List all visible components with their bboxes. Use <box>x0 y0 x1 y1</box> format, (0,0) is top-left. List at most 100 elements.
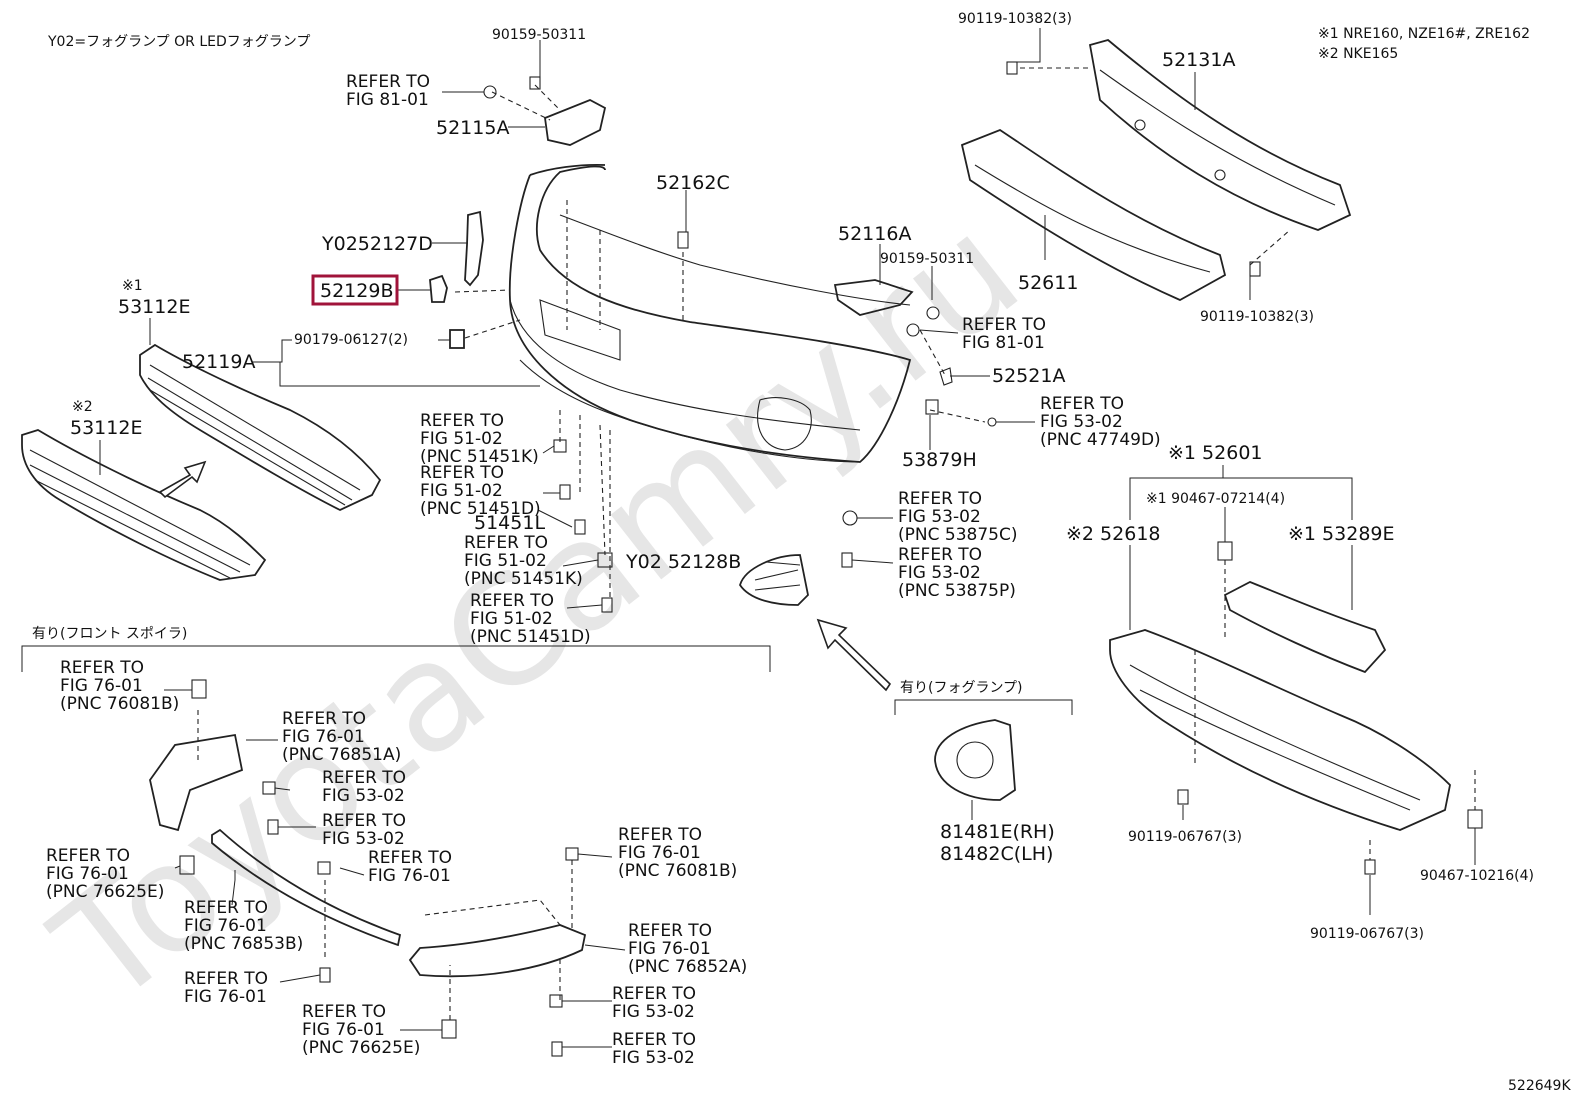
label-90119-06767-b: 90119-06767(3) <box>1310 926 1424 942</box>
refer-line: FIG 76-01 <box>628 939 711 959</box>
refer-line: REFER TO <box>470 591 554 611</box>
refer-line: FIG 51-02 <box>470 609 553 629</box>
refer-line: (PNC 53875P) <box>898 581 1016 601</box>
label-52115A: 52115A <box>436 117 509 139</box>
fasteners <box>179 61 1483 1057</box>
label-90467-10216: 90467-10216(4) <box>1420 868 1534 884</box>
label-52611: 52611 <box>1018 272 1078 294</box>
refer-line: (PNC 76851A) <box>282 745 401 765</box>
refer-line: REFER TO <box>322 811 406 831</box>
label-53112E-lower: 53112E <box>70 417 142 439</box>
refer-line: FIG 76-01 <box>618 843 701 863</box>
part-53289E-shape <box>1223 581 1387 674</box>
refer-line: FIG 81-01 <box>962 333 1045 353</box>
label-90159-50311-top: 90159-50311 <box>492 27 586 43</box>
undercover-52601-shape <box>1109 629 1451 831</box>
label-52129B[interactable]: 52129B <box>320 280 393 302</box>
highlight-box-52129B <box>311 274 399 306</box>
52601-group-bracket <box>1129 477 1353 520</box>
part-labels: 90159-50311 52115A 52162C Y0252127D 5212… <box>32 11 1534 942</box>
grille-53112E-upper-shape <box>139 343 382 511</box>
label-52162C: 52162C <box>656 172 730 194</box>
refer-line: REFER TO <box>612 1030 696 1050</box>
leader-lines <box>99 28 1476 1048</box>
label-52119A: 52119A <box>182 351 255 373</box>
refer-line: FIG 53-02 <box>1040 412 1123 432</box>
grille-53112E-lower-shape <box>21 429 267 581</box>
label-fog-group: 有り(フォグランプ) <box>900 680 1023 696</box>
refer-line: REFER TO <box>322 768 406 788</box>
refer-line: (PNC 51451K) <box>464 569 583 589</box>
label-81482C: 81482C(LH) <box>940 843 1053 865</box>
arrow-grille <box>158 460 207 499</box>
refer-line: REFER TO <box>282 709 366 729</box>
absorber-52611-shape <box>960 128 1227 302</box>
refer-line: FIG 76-01 <box>60 676 143 696</box>
label-90467-07214: ※1 90467-07214(4) <box>1146 491 1285 507</box>
refer-line: FIG 76-01 <box>184 987 267 1007</box>
label-90159-50311-mid: 90159-50311 <box>880 251 974 267</box>
refer-line: REFER TO <box>1040 394 1124 414</box>
refer-line: FIG 51-02 <box>420 429 503 449</box>
refer-line: FIG 81-01 <box>346 90 429 110</box>
fog-cover-52128B-shape <box>739 554 809 606</box>
refer-line: REFER TO <box>612 984 696 1004</box>
note-2: ※2 NKE165 <box>1318 46 1398 62</box>
refer-line: FIG 76-01 <box>282 727 365 747</box>
refer-line: FIG 51-02 <box>464 551 547 571</box>
spoiler-group-bracket <box>21 645 771 672</box>
bracket-52116A-shape <box>833 279 914 316</box>
header-note: Y02=フォグランプ OR LEDフォグランプ <box>47 34 310 50</box>
dashed-leaders <box>197 67 1476 1020</box>
refer-line: FIG 51-02 <box>420 481 503 501</box>
fog-cover-52127D-shape <box>464 210 484 287</box>
refer-line: REFER TO <box>60 658 144 678</box>
label-53879H: 53879H <box>902 449 977 471</box>
clip-90179-shape <box>449 329 465 349</box>
refer-line: (PNC 76625E) <box>46 882 164 902</box>
bracket-52115A-shape <box>544 99 607 146</box>
refer-line: FIG 76-01 <box>368 866 451 886</box>
refer-line: REFER TO <box>346 72 430 92</box>
refer-line: FIG 53-02 <box>612 1002 695 1022</box>
label-90179-06127: 90179-06127(2) <box>294 332 408 348</box>
refer-line: REFER TO <box>420 463 504 483</box>
refer-line: FIG 76-01 <box>184 916 267 936</box>
refer-line: FIG 53-02 <box>322 786 405 806</box>
fog-bezel-81481E-shape <box>934 719 1016 801</box>
refer-line: (PNC 51451K) <box>420 447 539 467</box>
reinforcement-52131A-shape <box>1088 39 1352 231</box>
refer-line: REFER TO <box>184 898 268 918</box>
refer-line: (PNC 51451D) <box>420 499 541 519</box>
label-52521A: 52521A <box>992 365 1065 387</box>
refer-line: (PNC 47749D) <box>1040 430 1161 450</box>
part-52129B-shape <box>429 274 448 303</box>
label-52131A: 52131A <box>1162 49 1235 71</box>
label-90119-10382-top: 90119-10382(3) <box>958 11 1072 27</box>
refer-line: FIG 53-02 <box>898 507 981 527</box>
